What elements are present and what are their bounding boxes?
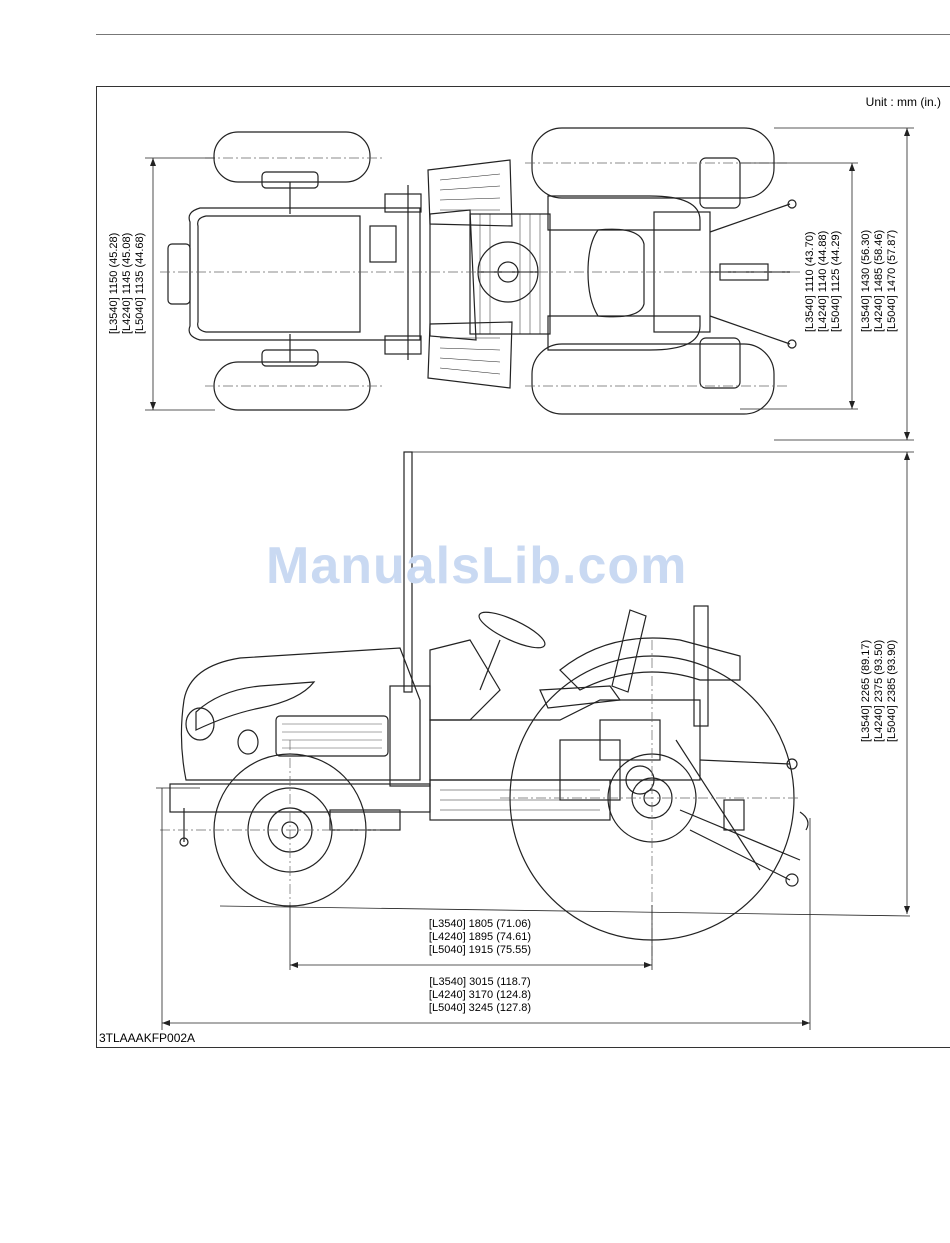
wheelbase-l4240: [L4240] 1895 (74.61) [428, 931, 532, 943]
overall-length-label: [L3540] 3015 (118.7) [L4240] 3170 (124.8… [390, 976, 570, 1015]
overall-width-label: [L3540] 1430 (56.30) [L4240] 1485 (58.46… [860, 230, 899, 332]
unit-label: Unit : mm (in.) [865, 95, 941, 109]
wheelbase-l3540: [L3540] 1805 (71.06) [428, 918, 532, 930]
side-view [169, 451, 809, 941]
rear-rops-post [693, 605, 709, 727]
rear-tread-label: [L3540] 1110 (43.70) [L4240] 1140 (44.88… [804, 231, 843, 332]
rear-tread-l4240: [L4240] 1140 (44.88) [817, 230, 829, 332]
front-tread-l4240: [L4240] 1145 (45.08) [121, 232, 133, 334]
wheelbase-label: [L3540] 1805 (71.06) [L4240] 1895 (74.61… [390, 918, 570, 957]
overall-height-label: [L3540] 2265 (89.17) [L4240] 2375 (93.50… [860, 640, 899, 742]
hood [188, 207, 421, 341]
overall-width-l3540: [L3540] 1430 (56.30) [860, 229, 872, 332]
front-tread-l5040: [L5040] 1135 (44.68) [134, 232, 146, 334]
figure-frame: Unit : mm (in.) 3TLAAAKFP002A [96, 86, 950, 1048]
overall-height-l3540: [L3540] 2265 (89.17) [860, 639, 872, 742]
overall-width-l4240: [L4240] 1485 (58.46) [873, 229, 885, 332]
overall-height-l4240: [L4240] 2375 (93.50) [873, 639, 885, 742]
hood-side [180, 647, 421, 781]
front-tread-l3540: [L3540] 1150 (45.28) [108, 232, 120, 334]
header-rule [96, 34, 950, 35]
seat-top [587, 228, 645, 318]
front-tread-label: [L3540] 1150 (45.28) [L4240] 1145 (45.08… [108, 233, 147, 334]
overall-width-l5040: [L5040] 1470 (57.87) [886, 229, 898, 332]
wheelbase-l5040: [L5040] 1915 (75.55) [428, 944, 532, 956]
steering-wheel-side [478, 611, 546, 649]
overall-height-l5040: [L5040] 2385 (93.90) [886, 639, 898, 742]
rops-pole [403, 451, 413, 693]
rear-tread-l5040: [L5040] 1125 (44.29) [830, 230, 842, 332]
figure-code: 3TLAAAKFP002A [99, 1031, 196, 1045]
overall-length-l4240: [L4240] 3170 (124.8) [428, 989, 532, 1001]
rear-tread-l3540: [L3540] 1110 (43.70) [804, 231, 816, 332]
overall-length-l3540: [L3540] 3015 (118.7) [429, 976, 531, 988]
watermark: ManualsLib.com [266, 537, 688, 595]
top-view [167, 127, 797, 415]
overall-length-l5040: [L5040] 3245 (127.8) [428, 1002, 532, 1014]
rear-right-wheel [531, 343, 775, 415]
front-left-wheel [213, 131, 371, 183]
